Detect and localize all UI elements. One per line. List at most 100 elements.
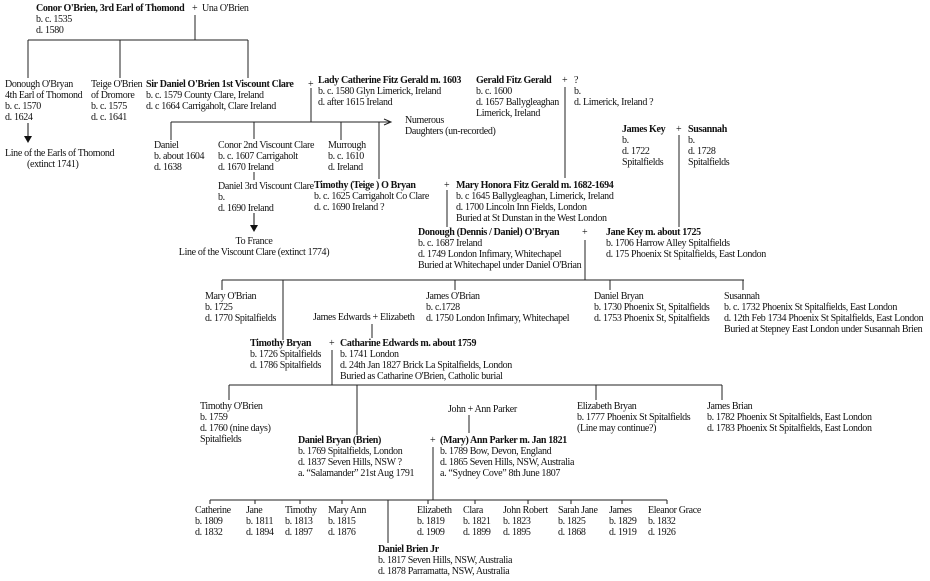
person-detail: b. bbox=[574, 86, 581, 97]
person-detail: b. c. 1575 bbox=[91, 101, 127, 112]
arrow-right-icon bbox=[383, 118, 393, 126]
person-name: Susannah bbox=[724, 291, 760, 302]
person-detail: d. 1624 bbox=[5, 112, 33, 123]
person-name: Catherine bbox=[195, 505, 231, 516]
person-detail: b. 1725 bbox=[205, 302, 233, 313]
person-detail: d. 1837 Seven Hills, NSW ? bbox=[298, 457, 402, 468]
person-detail: b. c. 1607 Carrigaholt bbox=[218, 151, 298, 162]
person-detail: d. 1832 bbox=[195, 527, 223, 538]
person-detail: d. 1770 Spitalfields bbox=[205, 313, 277, 324]
person-name: John Robert bbox=[503, 505, 548, 516]
person-name: Timothy bbox=[285, 505, 317, 516]
person-name: Timothy Bryan bbox=[250, 338, 312, 349]
person-detail: Buried as Catharine O'Brien, Catholic bu… bbox=[340, 371, 503, 382]
person-name: Eleanor Grace bbox=[648, 505, 701, 516]
person-detail: d. 1926 bbox=[648, 527, 676, 538]
person-name: Una O'Brien bbox=[202, 3, 249, 14]
person-name: Mary Honora Fitz Gerald m. 1682-1694 bbox=[456, 180, 614, 191]
person-name: Sarah Jane bbox=[558, 505, 598, 516]
person-name: James O'Brian bbox=[426, 291, 480, 302]
person-detail: b. c. 1535 bbox=[36, 14, 72, 25]
person-name: Daniel Brien Jr bbox=[378, 544, 439, 555]
marriage-plus-sign: + bbox=[308, 79, 314, 90]
arrow-down-icon bbox=[250, 225, 258, 232]
person-detail: b. 1811 bbox=[246, 516, 274, 527]
person-detail: d. 1638 bbox=[154, 162, 182, 173]
marriage-plus-sign: + bbox=[192, 3, 198, 14]
person-detail: a. “Salamander” 21st Aug 1791 bbox=[298, 468, 415, 479]
person-name: Daniel Bryan (Brien) bbox=[298, 435, 381, 446]
person-detail: b. c. 1580 Glyn Limerick, Ireland bbox=[318, 86, 441, 97]
person-detail: b. about 1604 bbox=[154, 151, 205, 162]
arrow-down-icon bbox=[24, 136, 32, 143]
person-name: James bbox=[609, 505, 632, 516]
person-detail: b. 1706 Harrow Alley Spitalfields bbox=[606, 238, 730, 249]
person-detail: d. 1760 (nine days) bbox=[200, 423, 271, 434]
person-parkers: John + Ann Parker bbox=[448, 404, 517, 415]
person-name: Donough O'Bryan bbox=[5, 79, 73, 90]
person-name: Sir Daniel O'Brien 1st Viscount Clare bbox=[146, 79, 294, 90]
person-detail: Limerick, Ireland bbox=[476, 108, 541, 119]
person-detail: d. c 1664 Carrigaholt, Clare Ireland bbox=[146, 101, 276, 112]
person-detail: Spitalfields bbox=[200, 434, 242, 445]
person-unknown: ?b.d. Limerick, Ireland ? bbox=[574, 75, 654, 108]
person-detail: d. 24th Jan 1827 Brick La Spitalfields, … bbox=[340, 360, 512, 371]
person-detail: b. c. 1625 Carrigaholt Co Clare bbox=[314, 191, 429, 202]
person-detail: b. 1823 bbox=[503, 516, 531, 527]
person-detail: 4th Earl of Thomond bbox=[5, 90, 83, 101]
person-detail: b. 1789 Bow, Devon, England bbox=[440, 446, 552, 457]
person-name: Daniel Bryan bbox=[594, 291, 644, 302]
person-detail: b. 1730 Phoenix St, Spitalfields bbox=[594, 302, 710, 313]
person-detail: d. 1895 bbox=[503, 527, 531, 538]
person-detail: d. Ireland bbox=[328, 162, 363, 173]
person-detail: b. c 1645 Ballygleaghan, Limerick, Irela… bbox=[456, 191, 614, 202]
person-detail: b. c. 1687 Ireland bbox=[418, 238, 482, 249]
person-name: Conor O'Brien, 3rd Earl of Thomond bbox=[36, 3, 185, 14]
person-detail: b. 1819 bbox=[417, 516, 445, 527]
person-detail: b. 1825 bbox=[558, 516, 586, 527]
person-una: Una O'Brien bbox=[202, 3, 249, 14]
person-danielbrien: Daniel Bryan (Brien)b. 1769 Spitalfields… bbox=[298, 435, 415, 479]
person-detail: d. 1909 bbox=[417, 527, 445, 538]
person-detail: b. bbox=[622, 135, 629, 146]
marriage-plus-sign: + bbox=[329, 338, 335, 349]
person-name: Mary Ann bbox=[328, 505, 367, 516]
person-name: Numerous bbox=[405, 115, 444, 126]
person-earls: Line of the Earls of Thomond(extinct 174… bbox=[5, 148, 115, 170]
person-name: Line of the Earls of Thomond bbox=[5, 148, 115, 159]
person-detail: d. 1657 Ballygleaghan bbox=[476, 97, 559, 108]
person-name: Elizabeth bbox=[417, 505, 452, 516]
person-name: Timothy (Teige ) O Bryan bbox=[314, 180, 416, 191]
person-detail: Spitalfields bbox=[622, 157, 664, 168]
marriage-plus-sign: + bbox=[444, 180, 450, 191]
person-name: Mary O'Brian bbox=[205, 291, 257, 302]
person-detail: b. 1759 bbox=[200, 412, 228, 423]
person-detail: d. 1868 bbox=[558, 527, 586, 538]
person-detail: d. 1749 London Infimary, Whitechapel bbox=[418, 249, 562, 260]
person-detail: d. 1894 bbox=[246, 527, 274, 538]
marriage-plus-sign: + bbox=[430, 435, 436, 446]
person-detail: d. 1878 Parramatta, NSW, Australia bbox=[378, 566, 510, 577]
person-detail: d. 1876 bbox=[328, 527, 356, 538]
